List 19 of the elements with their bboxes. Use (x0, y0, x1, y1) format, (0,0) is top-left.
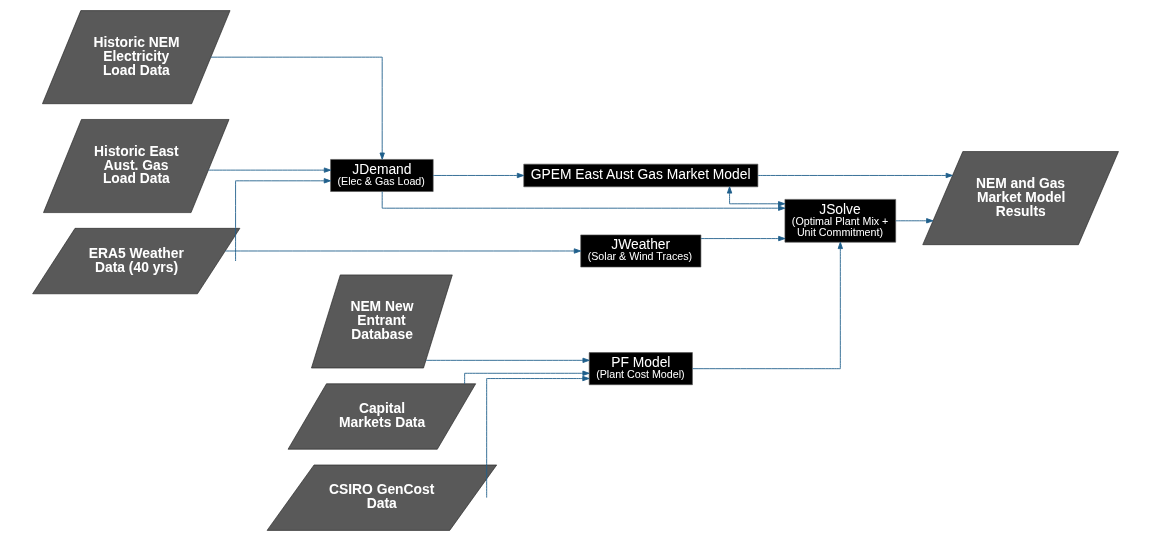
arrow (464, 370, 590, 385)
arrow (757, 172, 953, 179)
arrow (486, 375, 590, 499)
arrow (432, 172, 525, 179)
node-box: JDemand (Elec & Gas Load) (330, 159, 434, 192)
arrow (700, 235, 786, 242)
node-box: PF Model (Plant Cost Model) (588, 352, 693, 386)
node-box: JSolve (Optimal Plant Mix + Unit Commitment) (784, 199, 896, 243)
arrow (692, 241, 843, 370)
arrow (210, 56, 385, 160)
node-box: JWeather (Solar & Wind Traces) (580, 234, 702, 268)
arrow (425, 357, 590, 363)
arrow (726, 186, 786, 207)
arrow (895, 218, 934, 224)
node-box: GPEM East Aust Gas Market Model (523, 163, 759, 188)
arrow (224, 248, 581, 254)
arrow (208, 167, 332, 173)
arrow (381, 191, 786, 211)
arrow (235, 178, 331, 262)
